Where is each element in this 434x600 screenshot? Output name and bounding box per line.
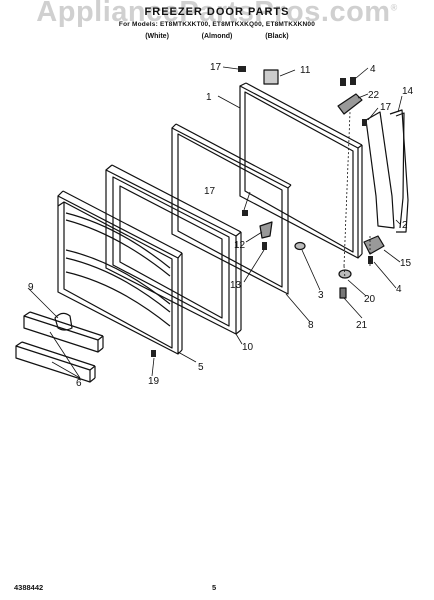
part-screw-19 [151,350,156,357]
color-variants: (White) (Almond) (Black) [0,33,434,40]
callout-17: 17 [380,102,392,113]
watermark: AppliancePartsPros.com® [36,0,398,28]
callout-14: 14 [402,86,414,97]
callout-19: 19 [148,376,160,387]
part-screw-17-right [362,119,367,126]
callout-21: 21 [356,320,368,331]
callout-9: 9 [28,282,34,293]
part-screw-17-top [238,66,246,72]
callout-15: 15 [400,258,412,269]
part-door-shelf-lower [15,341,96,383]
part-screw-17-mid [242,210,248,216]
callout-11: 11 [300,65,311,76]
callout-17: 17 [210,62,222,73]
part-screw-4-b [350,77,356,85]
footer-code: 4388442 [14,583,44,592]
callout-22: 22 [368,90,380,101]
part-shelf-clip [54,312,73,331]
part-handle [365,109,409,233]
callout-17: 17 [204,186,216,197]
part-door-stop [259,221,273,239]
callout-4: 4 [396,284,402,295]
callout-10: 10 [242,342,254,353]
callout-8: 8 [308,320,314,331]
part-door-liner [171,123,292,295]
callout-20: 20 [364,294,376,305]
variant-white: (White) [145,33,169,40]
callout-2: 2 [402,220,408,231]
part-inner-door-liner [57,190,183,355]
part-outer-door-panel [239,82,363,259]
footer-page: 5 [212,583,217,592]
part-lower-hinge [363,235,385,255]
variant-black: (Black) [265,33,289,40]
part-door-shelf-upper [23,311,104,353]
callout-4: 4 [370,64,376,75]
callout-1: 1 [206,92,212,103]
part-screw-13 [262,242,267,250]
variant-almond: (Almond) [201,33,233,40]
callout-13: 13 [230,280,242,291]
part-door-gasket [105,164,242,335]
part-label [263,69,279,85]
callout-3: 3 [318,290,324,301]
part-bushing [294,241,306,251]
callout-6: 6 [76,378,82,389]
model-line: For Models: ET8MTKXKT00, ET8MTKXKQ00, ET… [118,21,316,28]
callout-5: 5 [198,362,204,373]
part-upper-hinge [337,93,363,115]
diagram-title: FREEZER DOOR PARTS [144,6,290,18]
part-screw-4-lower [368,256,373,264]
callout-12: 12 [234,240,246,251]
part-pin [339,287,347,299]
part-screw-4-a [340,78,346,86]
